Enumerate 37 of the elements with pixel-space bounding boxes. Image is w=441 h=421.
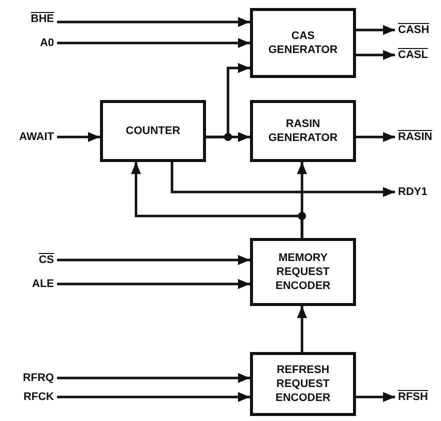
signal-name: RASIN	[398, 131, 432, 143]
arrow	[356, 392, 395, 402]
arrow	[57, 279, 250, 289]
block-label: REFRESH REQUEST ENCODER	[274, 362, 332, 406]
arrow	[170, 162, 395, 197]
arrow	[356, 132, 395, 142]
arrow	[131, 162, 304, 238]
arrow	[57, 255, 250, 265]
signal-name: RFCK	[23, 391, 54, 403]
signal-name: ALE	[32, 278, 54, 290]
block-label: CAS GENERATOR	[267, 28, 339, 58]
arrow	[57, 17, 250, 27]
arrow	[356, 25, 395, 35]
signal-name: CS	[38, 254, 54, 266]
signal-name: BHE	[30, 13, 54, 25]
block-label: COUNTER	[126, 124, 180, 138]
block-box	[100, 100, 206, 162]
arrow	[297, 306, 307, 352]
block-box	[250, 352, 356, 416]
block-box	[250, 100, 356, 162]
arrow	[57, 392, 250, 402]
signal-name: A0	[40, 37, 54, 49]
block-label: RASIN GENERATOR	[267, 116, 339, 146]
signal-name: RFSH	[398, 391, 428, 403]
signal-name: RFRQ	[22, 372, 54, 384]
signal-name: RDY1	[398, 186, 428, 198]
arrow	[356, 50, 395, 60]
signal-name: CASL	[398, 49, 428, 61]
arrow	[57, 38, 250, 48]
block-label: MEMORY REQUEST ENCODER	[274, 250, 332, 294]
signal-name: AWAIT	[19, 131, 54, 143]
arrow	[206, 63, 250, 138]
arrow	[57, 373, 250, 383]
block-box	[250, 238, 356, 306]
signal-name: CASH	[398, 24, 430, 36]
arrow	[57, 132, 100, 142]
block-box	[250, 8, 356, 78]
